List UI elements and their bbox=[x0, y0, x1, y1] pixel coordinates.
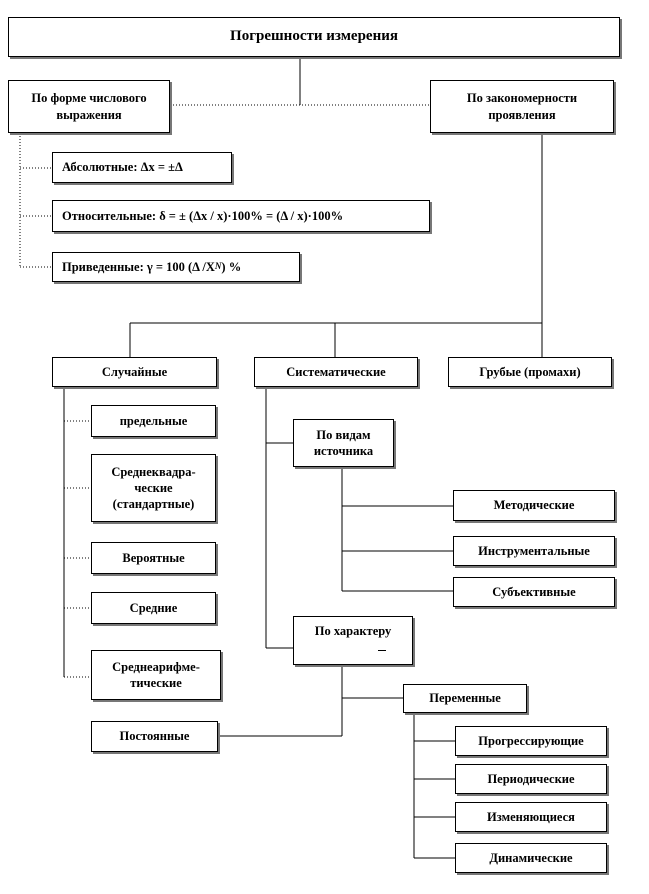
systematic-box: Систематические bbox=[254, 357, 418, 387]
random-item-limit: предельные bbox=[91, 405, 216, 437]
random-box: Случайные bbox=[52, 357, 217, 387]
absolute-error-formula: Δx = ±Δ bbox=[140, 160, 183, 175]
source-item-subjective: Субъективные bbox=[453, 577, 615, 607]
relative-error-box: Относительные: δ = ± (Δx / x)·100% = (Δ … bbox=[52, 200, 430, 232]
random-item-rms: Среднеквадра- ческие (стандартные) bbox=[91, 454, 216, 522]
variable-box: Переменные bbox=[403, 684, 527, 713]
variable-item-progressive: Прогрессирующие bbox=[455, 726, 607, 756]
reduced-error-formula-end: ) % bbox=[221, 259, 242, 274]
reduced-error-label: Приведенные: bbox=[62, 259, 147, 274]
by-source-box: По видам источника bbox=[293, 419, 394, 467]
reduced-error-subscript: N bbox=[214, 261, 222, 272]
by-form-box: По форме числового выражения bbox=[8, 80, 170, 133]
reduced-error-formula: γ = 100 (Δ /X bbox=[146, 259, 215, 274]
root-box: Погрешности измерения bbox=[8, 17, 620, 57]
constant-box: Постоянные bbox=[91, 721, 218, 752]
absolute-error-label: Абсолютные: bbox=[62, 160, 141, 175]
absolute-error-box: Абсолютные: Δx = ±Δ bbox=[52, 152, 232, 183]
variable-item-periodic: Периодические bbox=[455, 764, 607, 794]
by-character-box: По характеру bbox=[293, 616, 413, 665]
random-item-mean: Средние bbox=[91, 592, 216, 624]
source-item-instrumental: Инструментальные bbox=[453, 536, 615, 566]
source-item-methodical: Методические bbox=[453, 490, 615, 521]
variable-item-changing: Изменяющиеся bbox=[455, 802, 607, 832]
random-item-probable: Вероятные bbox=[91, 542, 216, 574]
by-character-underline bbox=[378, 650, 386, 651]
random-item-arithmetic-mean: Среднеарифме- тические bbox=[91, 650, 221, 700]
variable-item-dynamic: Динамические bbox=[455, 843, 607, 873]
by-regularity-box: По закономерности проявления bbox=[430, 80, 614, 133]
relative-error-label: Относительные: bbox=[62, 208, 160, 223]
relative-error-formula: δ = ± (Δx / x)·100% = (Δ / x)·100% bbox=[159, 208, 344, 223]
gross-box: Грубые (промахи) bbox=[448, 357, 612, 387]
